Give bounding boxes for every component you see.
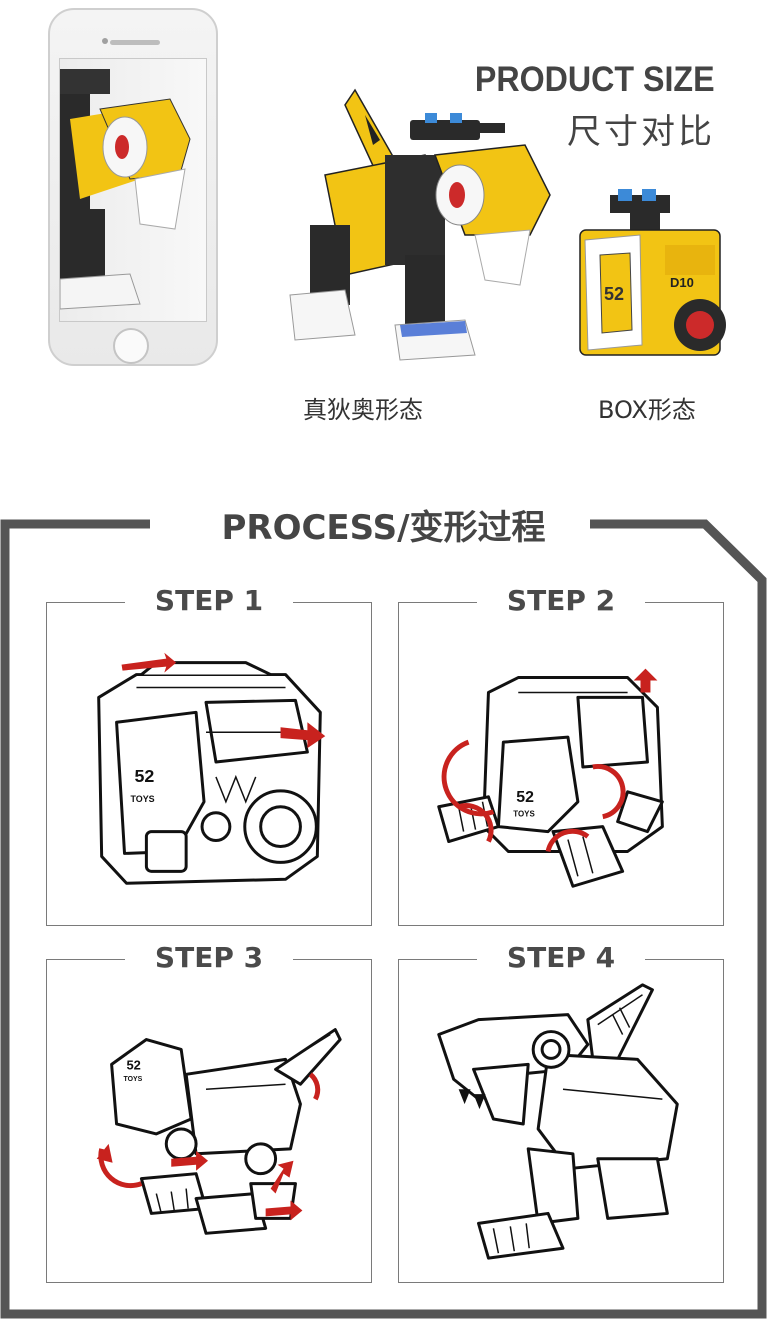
phone-speaker — [110, 40, 160, 45]
step-1-illustration: 52 TOYS — [97, 652, 326, 885]
phone-camera — [102, 38, 108, 44]
product-size-title-cn: 尺寸对比 — [567, 112, 715, 152]
svg-text:52: 52 — [127, 1057, 141, 1072]
step-3-label: STEP 3 — [124, 938, 294, 978]
svg-text:TOYS: TOYS — [130, 794, 154, 804]
step-2-illustration: 52 TOYS — [437, 668, 664, 888]
svg-text:TOYS: TOYS — [513, 810, 534, 819]
svg-text:D10: D10 — [670, 275, 694, 290]
svg-text:52: 52 — [516, 789, 534, 806]
step-3-illustration: 52 TOYS — [96, 1028, 342, 1235]
step-4-label: STEP 4 — [476, 938, 646, 978]
step-3-panel: STEP 3 52 TOYS — [46, 938, 372, 1283]
svg-text:52: 52 — [604, 284, 624, 304]
svg-text:TOYS: TOYS — [124, 1076, 143, 1083]
box-form-toy-image: 52 D10 — [579, 189, 726, 356]
phone-screen-image — [59, 58, 207, 322]
dino-form-caption: 真狄奥形态 — [303, 396, 423, 424]
step-1-label: STEP 1 — [124, 581, 294, 621]
process-title: PROCESS/变形过程 — [221, 508, 546, 548]
step-2-panel: STEP 2 52 TOYS — [398, 581, 724, 926]
box-form-caption: BOX形态 — [598, 396, 696, 424]
step-1-panel: STEP 1 52 TOYS — [46, 581, 372, 926]
step-4-illustration — [437, 983, 679, 1260]
product-size-title: PRODUCT SIZE — [475, 60, 715, 99]
step-2-label: STEP 2 — [476, 581, 646, 621]
phone-home-button — [113, 328, 149, 364]
smartphone-reference — [48, 8, 218, 366]
step-4-panel: STEP 4 — [398, 938, 724, 1283]
svg-text:52: 52 — [134, 766, 154, 786]
dino-form-toy-image — [289, 88, 551, 361]
